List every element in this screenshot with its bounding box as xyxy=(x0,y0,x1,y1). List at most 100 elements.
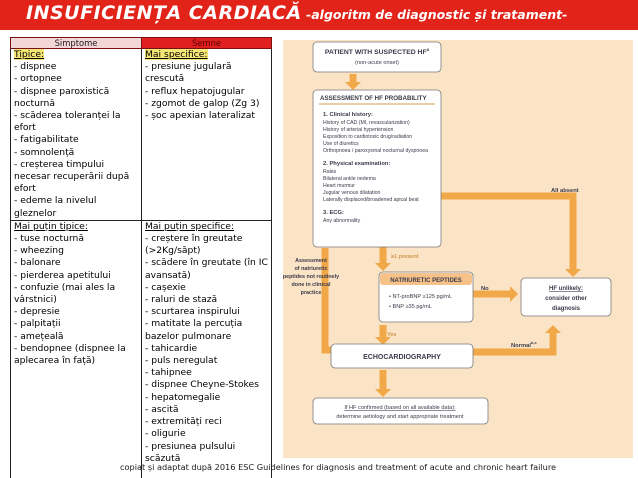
confirm-line2: determine aetiology and start appropriat… xyxy=(336,414,464,420)
list-item: - tuse nocturnă xyxy=(14,233,85,245)
list-item: - balonare xyxy=(14,257,61,269)
list-item: - presiune jugulară crescută xyxy=(145,61,232,85)
flow-arrows xyxy=(321,74,577,392)
criteria-item: Heart murmur xyxy=(323,183,355,189)
list-item: - creștere în greutate (>2Kg/săpt) xyxy=(145,233,243,257)
hf-unlikely-box xyxy=(520,277,612,317)
typical-symptoms-heading: Tipice: xyxy=(14,49,45,60)
list-item: - bendopnee (dispnee la aplecarea în faț… xyxy=(14,342,126,367)
less-specific-signs-cell: Mai puțin specifice: - creștere în greut… xyxy=(141,219,272,478)
diagnostic-algorithm: PATIENT WITH SUSPECTED HFa (non-acute on… xyxy=(283,40,633,458)
present-label: ≥1 present xyxy=(391,254,419,260)
less-typical-symptoms-heading: Mai puțin tipice: xyxy=(14,220,88,232)
np-item-ntprobnp: • NT-proBNP ≥125 pg/mL xyxy=(389,294,452,300)
arrow-all-absent xyxy=(431,192,577,272)
list-item: - cașexie xyxy=(145,281,186,293)
list-item: - scăderea toleranței la efort xyxy=(14,110,121,134)
algorithm-flowchart: PATIENT WITH SUSPECTED HFa (non-acute on… xyxy=(283,41,612,425)
list-item: - somnolență xyxy=(14,146,75,158)
start-subtitle: (non-acute onset) xyxy=(355,60,399,66)
criteria-item: History of arterial hypertension xyxy=(323,127,393,133)
assessment-criteria: 1. Clinical history: History of CAD (MI, … xyxy=(323,112,428,224)
list-item: - zgomot de galop (Zg 3) xyxy=(145,97,260,109)
header-symptoms: Simptome xyxy=(10,37,142,49)
list-item: - edeme la nivelul gleznelor xyxy=(14,195,97,219)
hf-unlikely-line3: diagnosis xyxy=(552,306,581,312)
list-item: - oligurie xyxy=(145,428,186,440)
confirm-box xyxy=(312,397,489,425)
less-specific-signs-heading: Mai puțin specifice: xyxy=(145,220,235,232)
criteria-heading: 1. Clinical history: xyxy=(323,112,373,118)
list-item: - wheezing xyxy=(14,245,64,257)
specific-signs-list: - presiune jugulară crescută- reflux hep… xyxy=(145,61,268,122)
yes-label: Yes xyxy=(387,332,397,338)
list-item: - puls neregulat xyxy=(145,355,218,367)
echo-title: ECHOCARDIOGRAPHY xyxy=(363,354,441,361)
no-label: No xyxy=(481,286,489,292)
list-item: - raluri de stază xyxy=(145,294,218,306)
typical-symptoms-cell: Tipice: - dispnee- ortopnee- dispnee par… xyxy=(10,48,142,221)
normal-label: Normalb,c xyxy=(511,340,538,349)
hf-unlikely-line2: consider other xyxy=(545,296,587,302)
arrow-echo-normal xyxy=(473,330,557,356)
all-absent-label: All absent xyxy=(551,188,579,194)
criteria-item: Exposition to cardiotoxic drug/radiation xyxy=(323,134,412,140)
list-item: - hepatomegalie xyxy=(145,391,221,403)
source-footnote: copiat și adaptat după 2016 ESC Guidelin… xyxy=(120,462,557,472)
np-title: NATRIURETIC PEPTIDES xyxy=(390,278,462,284)
list-item: - palpitații xyxy=(14,318,61,330)
side-note-line: done in clinical xyxy=(292,282,331,288)
assessment-box xyxy=(312,89,442,248)
criteria-item: Orthopnoea / paroxysmal nocturnal dyspno… xyxy=(323,148,428,154)
criteria-heading: 3. ECG: xyxy=(323,210,344,216)
list-item: - pierderea apetitului xyxy=(14,269,111,281)
list-item: - dispnee Cheyne-Stokes xyxy=(145,379,259,391)
confirm-line1: If HF confirmed (based on all available … xyxy=(344,405,456,411)
side-note: Assessment of natriuretic peptides not rou… xyxy=(283,258,339,296)
list-item: - scădere în greutate (în IC avansată) xyxy=(145,257,268,281)
side-note-line: peptides not routinely xyxy=(283,274,339,280)
start-title: PATIENT WITH SUSPECTED HFa xyxy=(325,47,430,56)
list-item: - confuzie (mai ales la vârstnici) xyxy=(14,281,116,306)
start-box xyxy=(312,41,442,73)
criteria-item: Bilateral ankle oedema xyxy=(323,176,376,182)
arrow-side-note xyxy=(321,248,331,354)
np-item-bnp: • BNP ≥35 pg/mL xyxy=(389,304,432,310)
side-note-line: Assessment xyxy=(295,258,327,264)
list-item: - depresie xyxy=(14,306,60,318)
list-item: - scurtarea inspirului xyxy=(145,306,240,318)
list-item: - șoc apexian lateralizat xyxy=(145,110,255,122)
list-item: - amețeală xyxy=(14,330,64,342)
criteria-item: Any abnormality xyxy=(323,218,361,224)
arrow-heads xyxy=(345,82,581,397)
criteria-item: Use of diuretics xyxy=(323,141,359,147)
side-note-line: of natriuretic xyxy=(295,266,328,272)
less-typical-symptoms-cell: Mai puțin tipice: - tuse nocturnă- wheez… xyxy=(10,219,142,478)
specific-signs-heading: Mai specifice: xyxy=(145,49,208,60)
slide-title: INSUFICIENȚA CARDIACĂ -algoritm de diagn… xyxy=(0,0,638,30)
list-item: - dispnee paroxistică nocturnă xyxy=(14,85,110,109)
symptoms-signs-table: Simptome Semne Tipice: - dispnee- ortopn… xyxy=(10,37,272,478)
list-item: - presiunea pulsului scăzută xyxy=(145,440,236,464)
assessment-title: ASSESSMENT OF HF PROBABILITY xyxy=(320,95,427,102)
criteria-item: History of CAD (MI, revascularization) xyxy=(323,120,410,126)
list-item: - reflux hepatojugular xyxy=(145,85,245,97)
less-typical-symptoms-list: - tuse nocturnă- wheezing- balonare- pie… xyxy=(14,233,138,367)
criteria-item: Rales xyxy=(323,169,337,175)
list-item: - fatigabilitate xyxy=(14,134,79,146)
less-specific-signs-list: - creștere în greutate (>2Kg/săpt)- scăd… xyxy=(145,233,268,465)
criteria-item: Laterally displaced/broadened apical bea… xyxy=(323,197,419,203)
list-item: - creșterea timpului necesar recuperării… xyxy=(14,158,130,195)
list-item: - ortopnee xyxy=(14,73,62,85)
list-item: - matitate la percuția bazelor pulmonare xyxy=(145,318,243,342)
side-note-line: practice xyxy=(301,290,322,296)
echo-box xyxy=(330,343,474,369)
criteria-heading: 2. Physical examination: xyxy=(323,161,390,167)
typical-symptoms-list: - dispnee- ortopnee- dispnee paroxistică… xyxy=(14,61,138,220)
list-item: - ascită xyxy=(145,403,179,415)
title-main: INSUFICIENȚA CARDIACĂ xyxy=(26,2,302,24)
list-item: - tahipnee xyxy=(145,367,192,379)
header-signs: Semne xyxy=(141,37,272,49)
list-item: - tahicardie xyxy=(145,342,198,354)
list-item: - dispnee xyxy=(14,61,57,73)
